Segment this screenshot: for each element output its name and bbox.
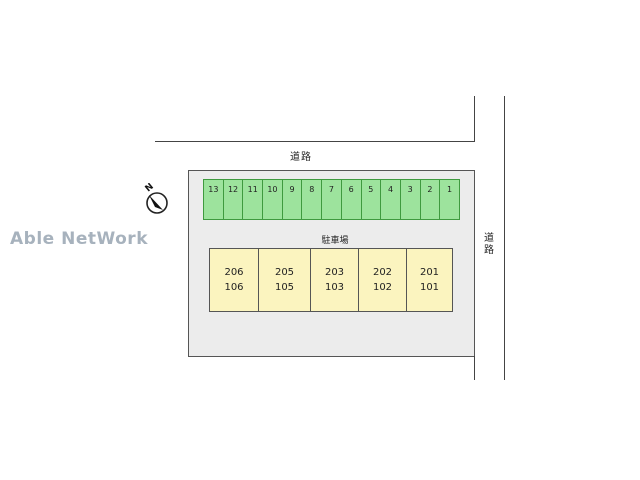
parking-space: 6: [340, 179, 362, 220]
unit: 205 105: [259, 249, 311, 311]
building: 206 106 205 105 203 103 202 102 201 101: [209, 248, 453, 312]
unit-lower-number: 103: [324, 282, 345, 293]
parking-space: 2: [419, 179, 441, 220]
unit: 201 101: [407, 249, 452, 311]
unit-lower-number: 105: [274, 282, 295, 293]
parking-space: 13: [203, 179, 224, 220]
parking-row: 13 12 11 10 9 8 7 6 5 4 3 2 1: [203, 179, 460, 220]
unit-lower-number: 102: [372, 282, 393, 293]
parking-space: 4: [380, 179, 401, 220]
parking-space: 9: [281, 179, 303, 220]
unit-upper-number: 202: [372, 267, 393, 278]
parking-space: 3: [399, 179, 421, 220]
parking-space: 7: [321, 179, 342, 220]
road-corner-vertical: [474, 96, 475, 142]
unit-upper-number: 206: [224, 267, 244, 278]
unit-lower-number: 101: [419, 282, 440, 293]
unit-lower-number: 106: [224, 282, 244, 293]
road-right-label-char-1: 道: [484, 233, 494, 244]
road-right-label-char-2: 路: [484, 245, 494, 256]
road-right-inner-edge: [474, 356, 475, 380]
compass-ring: [146, 192, 168, 214]
parking-space: 10: [262, 179, 283, 220]
unit-upper-number: 205: [274, 267, 295, 278]
unit-upper-number: 203: [324, 267, 345, 278]
watermark-logo: Able NetWork: [10, 229, 148, 249]
road-right-label: 道 路: [481, 233, 497, 257]
unit: 202 102: [359, 249, 407, 311]
unit: 203 103: [311, 249, 359, 311]
parking-label: 駐車場: [321, 236, 349, 246]
parking-space: 12: [222, 179, 244, 220]
compass-north-label: N: [144, 183, 156, 194]
parking-space: 11: [242, 179, 264, 220]
unit-upper-number: 201: [419, 267, 440, 278]
compass-needle: [149, 195, 163, 210]
parking-space: 1: [439, 179, 460, 220]
parking-space: 5: [360, 179, 382, 220]
road-top-label: 道路: [290, 152, 312, 163]
parking-space: 8: [301, 179, 323, 220]
road-top-edge: [155, 141, 475, 142]
unit: 206 106: [210, 249, 259, 311]
road-right-edge: [504, 96, 505, 380]
compass-icon: N: [144, 183, 168, 214]
